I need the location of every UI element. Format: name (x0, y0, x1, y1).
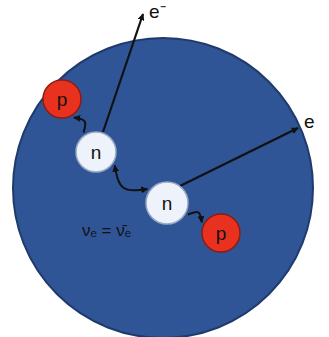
particle-letter: n (91, 143, 102, 162)
nucleus-circle (13, 38, 313, 337)
proton-circle: p (42, 79, 82, 119)
particle-letter: p (57, 90, 68, 109)
electron-track (103, 14, 143, 132)
electron-track (180, 128, 298, 186)
particle-label: e (304, 112, 315, 133)
neutron-circle: n (75, 131, 117, 173)
interaction-arrow (74, 118, 85, 133)
circle-shape (76, 132, 116, 172)
particle-label: e⁻ (149, 2, 166, 23)
circle-shape (43, 80, 81, 118)
interaction-arrow (188, 212, 202, 222)
interaction-arrow (115, 165, 148, 190)
particle-letter: p (216, 224, 227, 243)
circle-shape (146, 182, 188, 224)
particle-letter: n (162, 194, 173, 213)
equation-label: νₑ = ν̄ₑ (82, 222, 131, 241)
circle-shape (202, 214, 240, 252)
neutron-circle: n (145, 181, 189, 225)
proton-circle: p (201, 213, 241, 253)
